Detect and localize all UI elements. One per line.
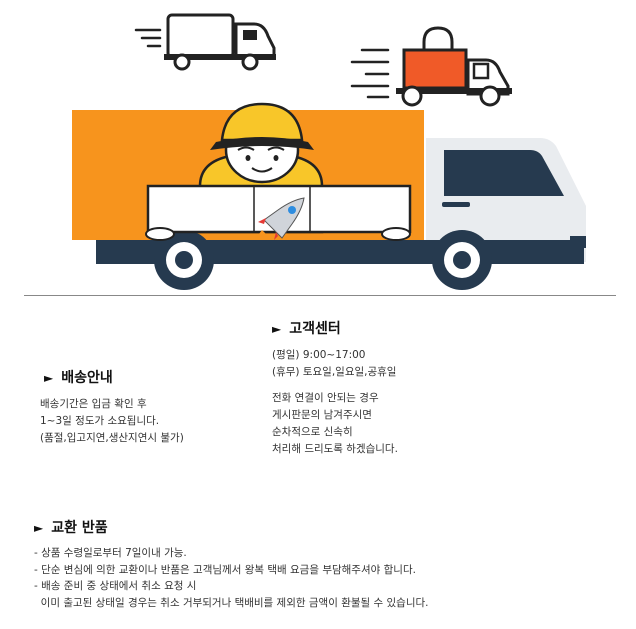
delivery-heading: ► 배송안내	[44, 367, 113, 387]
note-line: 게시판문의 남겨주시면	[272, 409, 372, 421]
delivery-line: 배송기간은 입금 확인 후	[40, 398, 147, 410]
delivery-hero-illustration	[72, 13, 586, 290]
delivery-line: 1~3일 정도가 소요됩니다.	[40, 415, 160, 427]
delivery-title: 배송안내	[61, 370, 113, 386]
note-line: 처리해 드리도록 하겠습니다.	[272, 443, 398, 455]
speeding-truck-icon	[134, 13, 276, 71]
delivery-line: (품절,입고지연,생산지연시 불가)	[40, 432, 184, 444]
returns-line: - 배송 준비 중 상태에서 취소 요청 시	[34, 580, 197, 592]
rocket-icon	[256, 197, 305, 240]
delivery-info: 배송기간은 입금 확인 후 1~3일 정도가 소요됩니다. (품절,입고지연,생…	[40, 396, 184, 447]
section-divider	[24, 295, 616, 296]
triangle-bullet-icon: ►	[34, 521, 44, 535]
note-line: 전화 연결이 안되는 경우	[272, 392, 379, 404]
hours-holiday: (휴무) 토요일,일요일,공휴일	[272, 366, 397, 378]
returns-line: 이미 출고된 상태일 경우는 취소 거부되거나 택배비를 제외한 금액이 환불될…	[34, 596, 429, 609]
note-line: 순차적으로 신속히	[272, 426, 353, 438]
returns-info: - 상품 수령일로부터 7일이내 가능. - 단순 변심에 의한 교환이나 반품…	[34, 545, 429, 611]
shopping-bag-truck-icon	[350, 26, 512, 107]
customer-center-hours: (평일) 9:00~17:00 (휴무) 토요일,일요일,공휴일	[272, 347, 396, 381]
returns-title: 교환 반품	[51, 520, 108, 536]
returns-heading: ► 교환 반품	[34, 517, 108, 537]
triangle-bullet-icon: ►	[272, 322, 282, 336]
returns-line: - 단순 변심에 의한 교환이나 반품은 고객님께서 왕복 택배 요금을 부담해…	[34, 563, 416, 576]
customer-center-notes: 전화 연결이 안되는 경우 게시판문의 남겨주시면 순차적으로 신속히 처리해 …	[272, 390, 398, 458]
hours-weekday: (평일) 9:00~17:00	[272, 349, 366, 361]
returns-line: - 상품 수령일로부터 7일이내 가능.	[34, 547, 187, 559]
triangle-bullet-icon: ►	[44, 371, 54, 385]
customer-center-heading: ► 고객센터	[272, 318, 341, 338]
customer-center-title: 고객센터	[289, 321, 341, 337]
